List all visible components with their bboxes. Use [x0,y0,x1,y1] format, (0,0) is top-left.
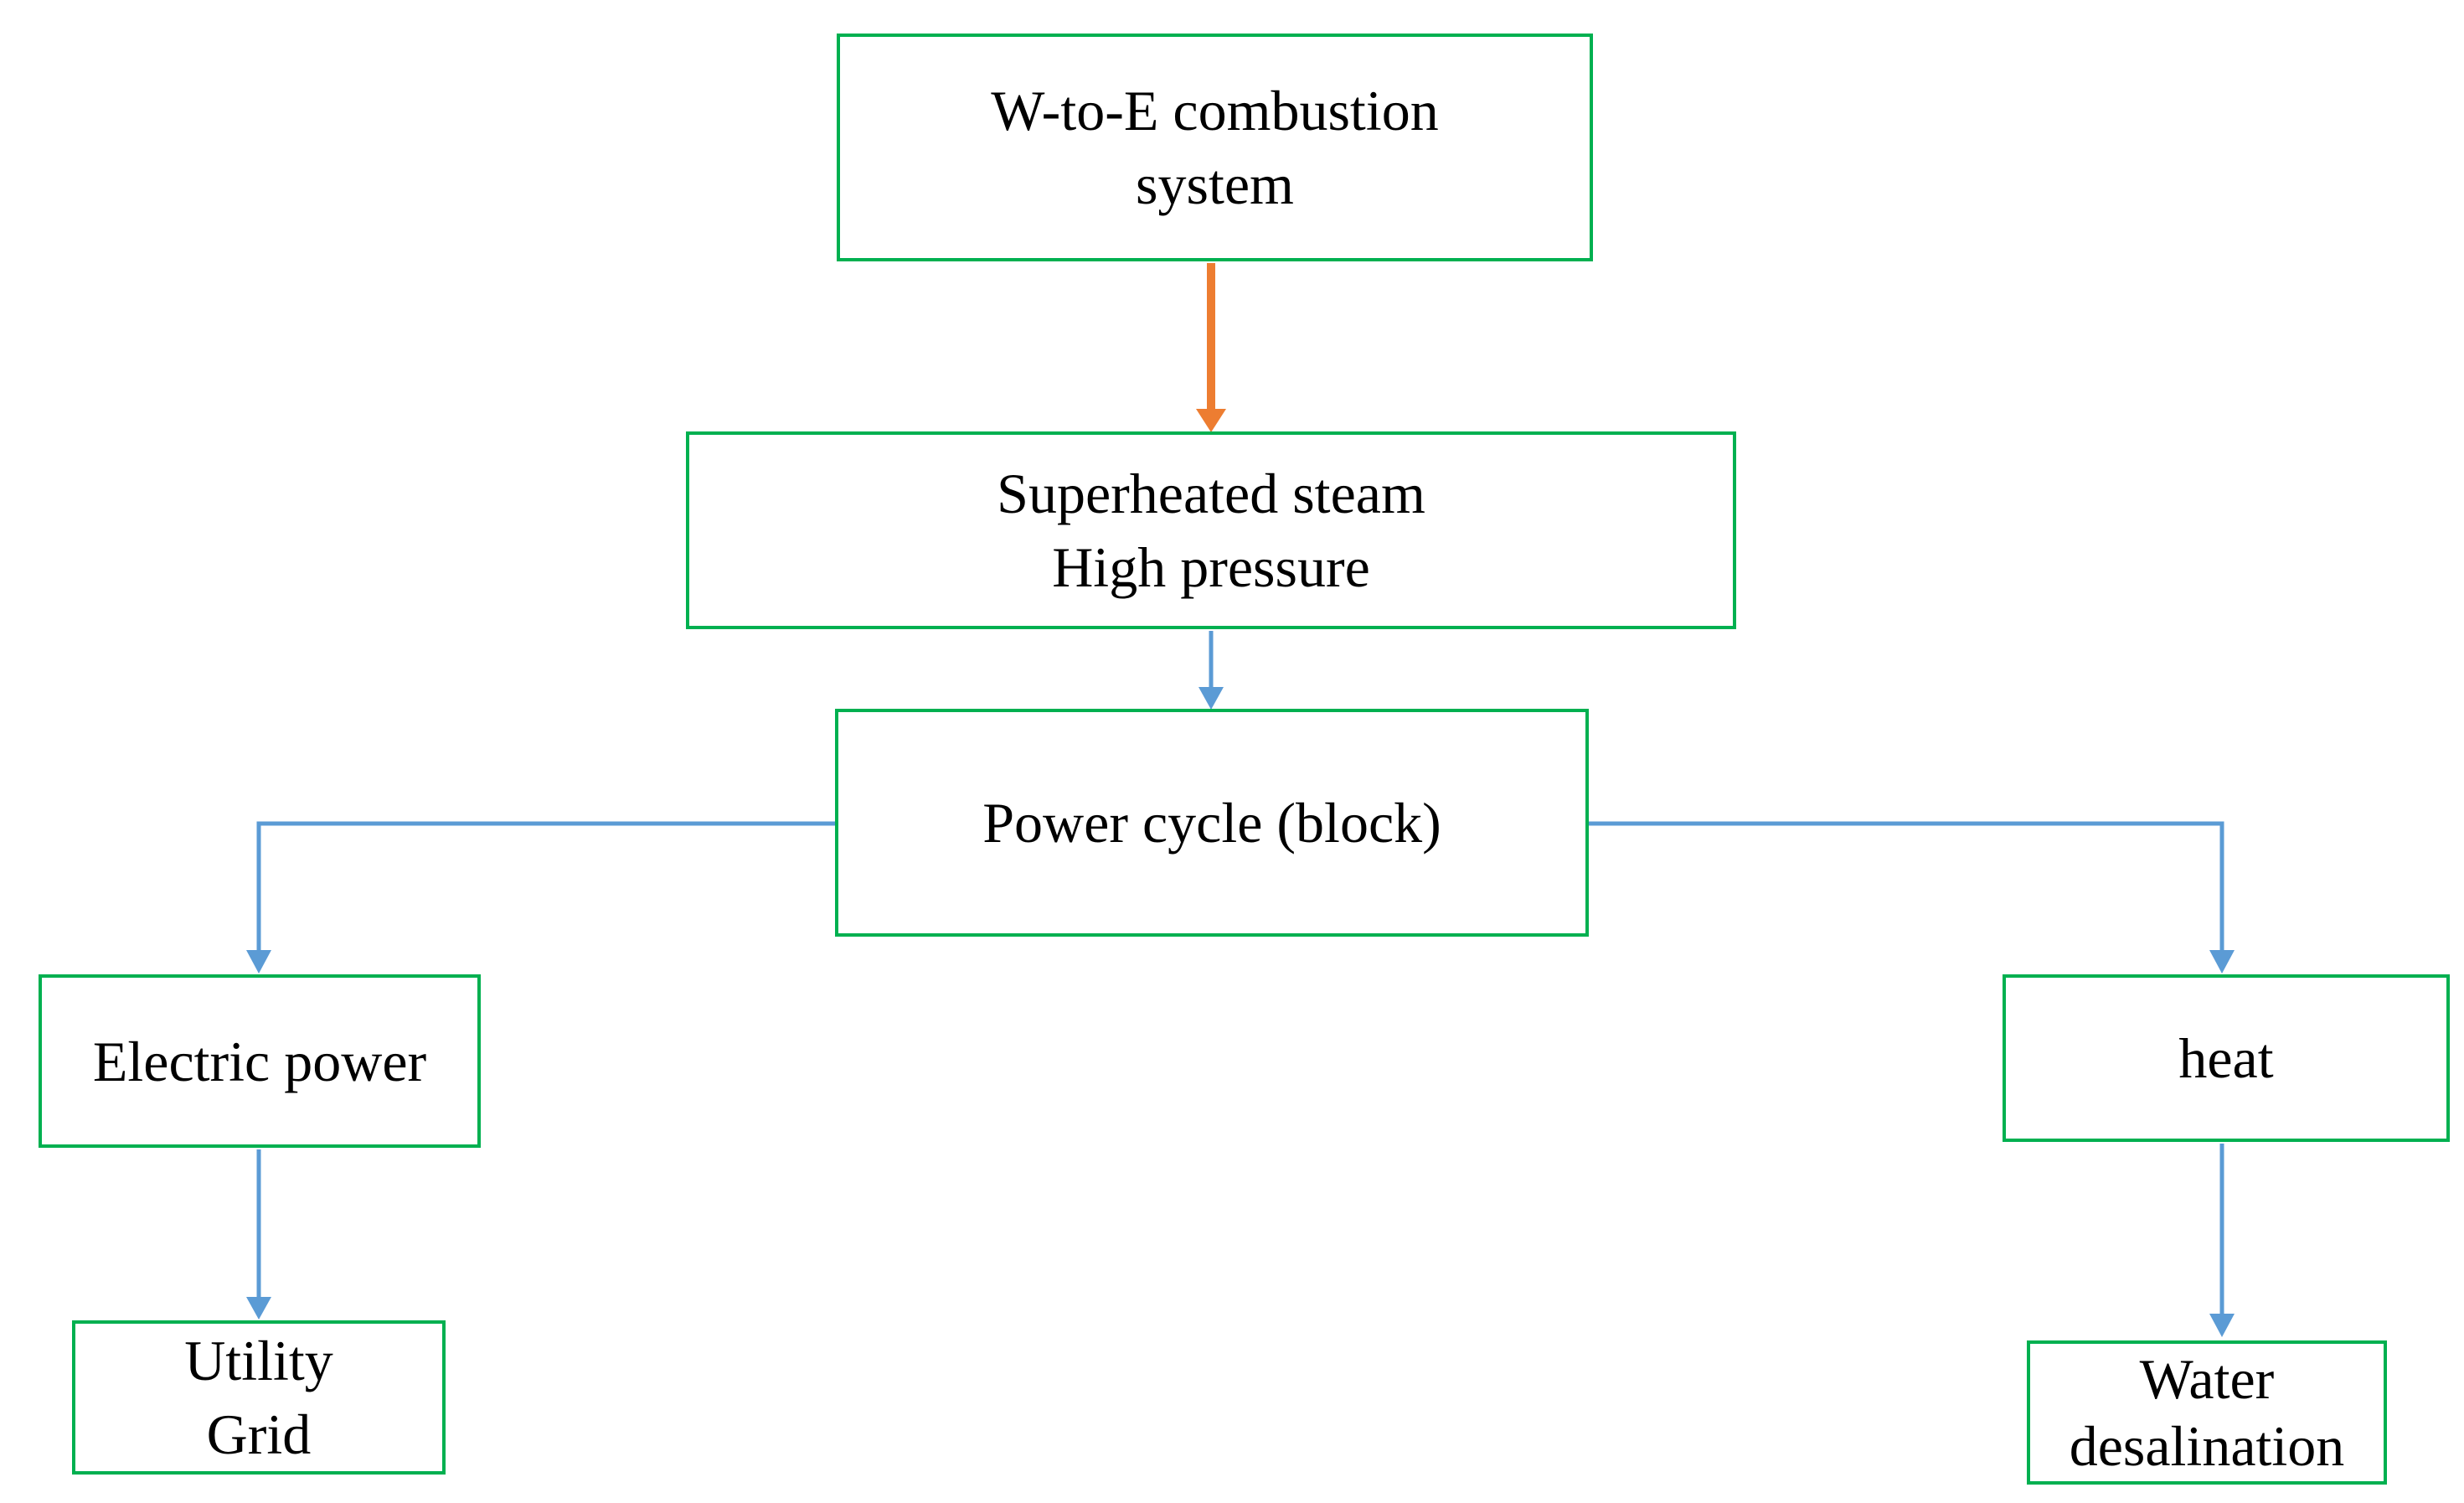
node-power-cycle: Power cycle (block) [835,709,1589,937]
node-water-desalination: Water desalination [2027,1340,2387,1485]
edge-powercycle-to-heat-arrow [1589,821,2235,974]
node-power-cycle-label: Power cycle (block) [982,791,1441,855]
edge-electricpower-to-utilitygrid-arrow [246,1149,271,1320]
edge-heat-to-waterdesalination-arrow [2209,1144,2235,1337]
edge-combustion-to-steam-arrow [1196,263,1226,432]
node-electric-power: Electric power [39,974,481,1148]
node-heat: heat [2003,974,2450,1142]
edge-steam-to-powercycle-arrow [1198,631,1224,710]
edge-powercycle-to-electricpower-arrow [246,821,835,974]
node-superheated-steam-label: Superheated steam High pressure [997,462,1425,599]
node-combustion-system-label: W-to-E combustion system [991,79,1439,216]
node-combustion-system: W-to-E combustion system [837,34,1593,261]
node-utility-grid: Utility Grid [72,1320,446,1475]
node-electric-power-label: Electric power [92,1029,427,1093]
node-water-desalination-label: Water desalination [2069,1347,2345,1478]
node-heat-label: heat [2178,1026,2274,1090]
node-superheated-steam: Superheated steam High pressure [686,431,1736,629]
node-utility-grid-label: Utility Grid [184,1329,333,1466]
